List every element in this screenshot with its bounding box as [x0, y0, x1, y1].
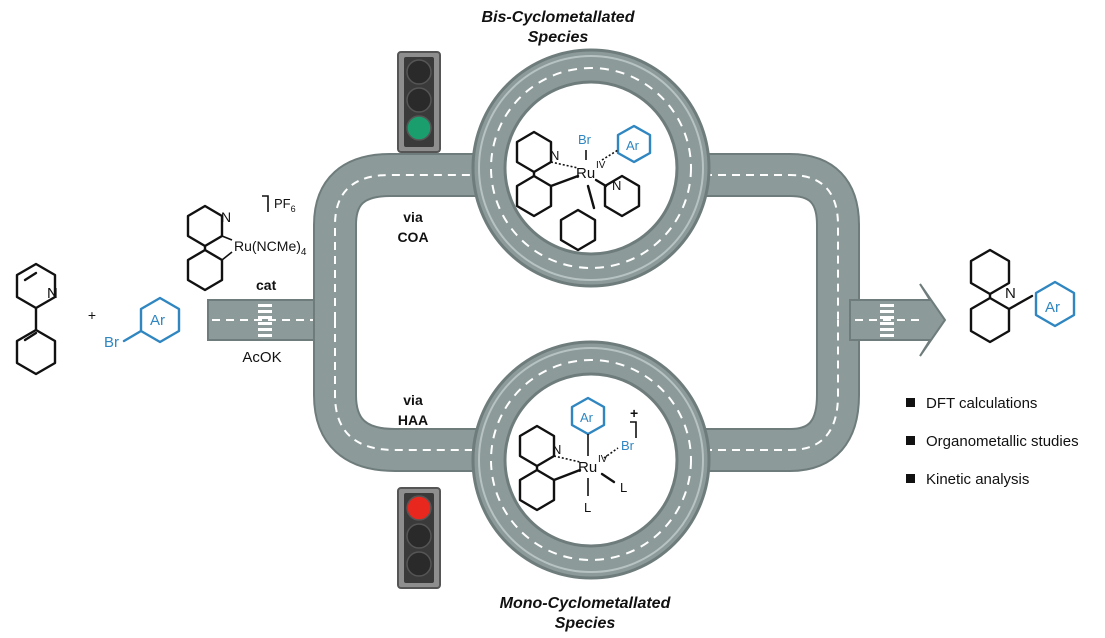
top-complex-n2: N: [612, 178, 621, 193]
top-complex-ar: Ar: [626, 138, 640, 153]
arylated-product: N Ar: [969, 248, 1076, 344]
crosswalk: [258, 304, 272, 337]
bottom-complex-ar: Ar: [580, 410, 594, 425]
bottom-complex-l2: L: [584, 500, 591, 515]
bottom-complex-br: Br: [621, 438, 635, 453]
top-complex-br: Br: [578, 132, 592, 147]
bromo-label: Br: [104, 334, 119, 351]
aryl-label: Ar: [150, 312, 165, 329]
red-light-icon: [406, 495, 432, 521]
counterion-label: PF6: [274, 196, 296, 214]
catalyst-metal-label: Ru(NCMe)4: [234, 238, 307, 258]
study-kinetic: Kinetic analysis: [926, 471, 1029, 488]
green-light-icon: [406, 115, 432, 141]
top-complex-metal: Ru: [576, 165, 595, 182]
traffic-light-bottom: [397, 487, 441, 589]
catalyst-tag: cat: [256, 277, 277, 293]
road-network: [207, 48, 947, 580]
catalyst-n-label: N: [221, 209, 231, 225]
bottom-title-line1: Mono-Cyclometallated: [500, 595, 672, 612]
base-label: AcOK: [242, 349, 281, 366]
aryl-bromide-reactant: Br Ar: [104, 296, 181, 351]
bottom-complex-n: N: [552, 442, 561, 457]
lower-path-haa: HAA: [398, 412, 428, 428]
study-dft: DFT calculations: [926, 395, 1037, 412]
top-complex-n1: N: [550, 148, 559, 163]
bottom-complex-metal: Ru: [578, 459, 597, 476]
top-title-line1: Bis-Cyclometallated: [482, 9, 636, 26]
bottom-title-line2: Species: [555, 615, 616, 632]
product-n-label: N: [1005, 285, 1016, 302]
pyridine-n-label: N: [47, 285, 58, 302]
upper-path-via: via: [403, 209, 423, 225]
study-organometallic: Organometallic studies: [926, 433, 1079, 450]
plus-sign: +: [88, 307, 96, 323]
traffic-light-top: [397, 51, 441, 153]
bottom-complex-l1: L: [620, 480, 627, 495]
top-title-line2: Species: [528, 29, 589, 46]
phenylpyridine-reactant: N: [15, 262, 58, 376]
product-ar-label: Ar: [1045, 299, 1060, 316]
lower-path-via: via: [403, 392, 423, 408]
top-complex-ox: IV: [596, 160, 606, 171]
mono-cyclometallated-complex: N Ru IV Ar Br + L L: [518, 396, 638, 515]
charge-label: +: [630, 405, 638, 421]
bis-cyclometallated-complex: N Ru IV Br Ar N: [515, 124, 652, 252]
ruthenium-catalyst: N Ru(NCMe)4 PF6 cat: [186, 195, 307, 293]
studies-list: DFT calculations Organometallic studies …: [906, 395, 1079, 488]
upper-path-coa: COA: [397, 229, 428, 245]
bottom-complex-ox: IV: [598, 454, 608, 465]
